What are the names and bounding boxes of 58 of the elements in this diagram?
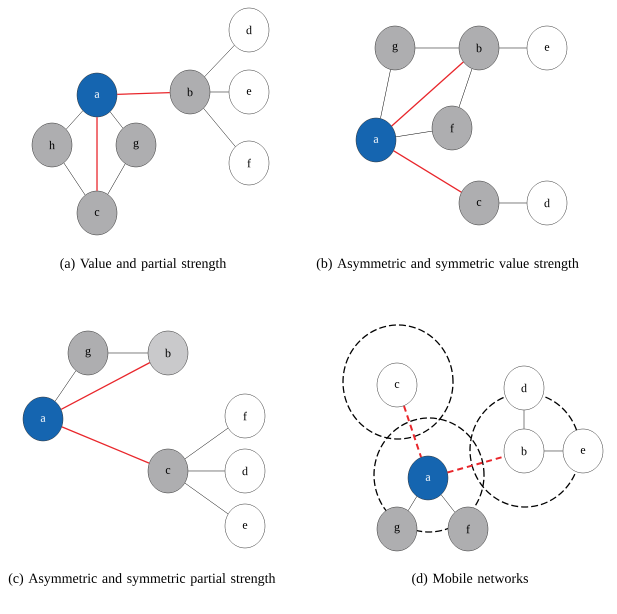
graph-node: d bbox=[228, 8, 270, 52]
graph-edge bbox=[458, 68, 472, 108]
graph-edge bbox=[64, 162, 86, 196]
graph-node: f bbox=[448, 506, 488, 552]
graph-edge bbox=[54, 370, 76, 402]
graph-node: e bbox=[526, 26, 568, 70]
graph-edge bbox=[66, 110, 84, 130]
graph-edge bbox=[447, 456, 505, 474]
graph-edge bbox=[62, 426, 150, 464]
graph-node: g bbox=[116, 122, 156, 168]
graph-node: b bbox=[504, 428, 544, 474]
graph-edge bbox=[188, 470, 225, 472]
graph-edge bbox=[108, 164, 126, 194]
graph-node: g bbox=[376, 506, 418, 552]
graph-node: b bbox=[148, 330, 188, 376]
graph-node: f bbox=[228, 140, 270, 186]
graph-edge bbox=[396, 130, 432, 138]
graph-node: b bbox=[458, 26, 500, 70]
graph-node: c bbox=[458, 180, 500, 226]
graph-node: h bbox=[32, 122, 72, 168]
graph-edge bbox=[204, 45, 235, 77]
graph-node: c bbox=[376, 362, 418, 408]
caption: (c) Asymmetric and symmetric partial strength bbox=[8, 573, 276, 586]
graph-edge bbox=[391, 62, 464, 126]
graph-node: a bbox=[76, 72, 118, 118]
graph-node: d bbox=[526, 180, 568, 226]
graph-node: d bbox=[504, 366, 544, 410]
caption: (d) Mobile networks bbox=[412, 573, 528, 586]
graph-node: e bbox=[224, 504, 266, 548]
graph-edge bbox=[184, 482, 228, 514]
graph-node: b bbox=[170, 70, 210, 114]
graph-edge bbox=[440, 494, 456, 512]
graph-edge bbox=[380, 69, 391, 119]
graph-node: a bbox=[22, 396, 64, 442]
graph-node: a bbox=[408, 456, 448, 500]
graph-edge bbox=[96, 117, 98, 191]
graph-node: f bbox=[432, 106, 472, 150]
graph-node: g bbox=[68, 330, 108, 376]
graph-edge bbox=[203, 108, 236, 147]
graph-edge bbox=[544, 450, 563, 452]
graph-edge bbox=[117, 92, 170, 95]
graph-node: c bbox=[76, 190, 118, 236]
graph-edge bbox=[108, 352, 148, 354]
graph-edge bbox=[393, 150, 462, 193]
graph-node: e bbox=[562, 428, 604, 474]
caption: (b) Asymmetric and symmetric value strength bbox=[316, 258, 579, 271]
graph-node: a bbox=[356, 118, 396, 162]
graph-node: f bbox=[224, 394, 266, 438]
graph-node: c bbox=[148, 448, 188, 494]
graph-edge bbox=[184, 428, 228, 460]
graph-edge bbox=[110, 112, 124, 128]
graph-edge bbox=[60, 362, 150, 410]
graph-edge bbox=[408, 496, 417, 511]
caption: (a) Value and partial strength bbox=[60, 258, 226, 271]
graph-node: e bbox=[228, 70, 270, 114]
graph-edge bbox=[499, 202, 527, 204]
graph-node: d bbox=[224, 448, 266, 494]
graph-node: g bbox=[374, 26, 416, 70]
